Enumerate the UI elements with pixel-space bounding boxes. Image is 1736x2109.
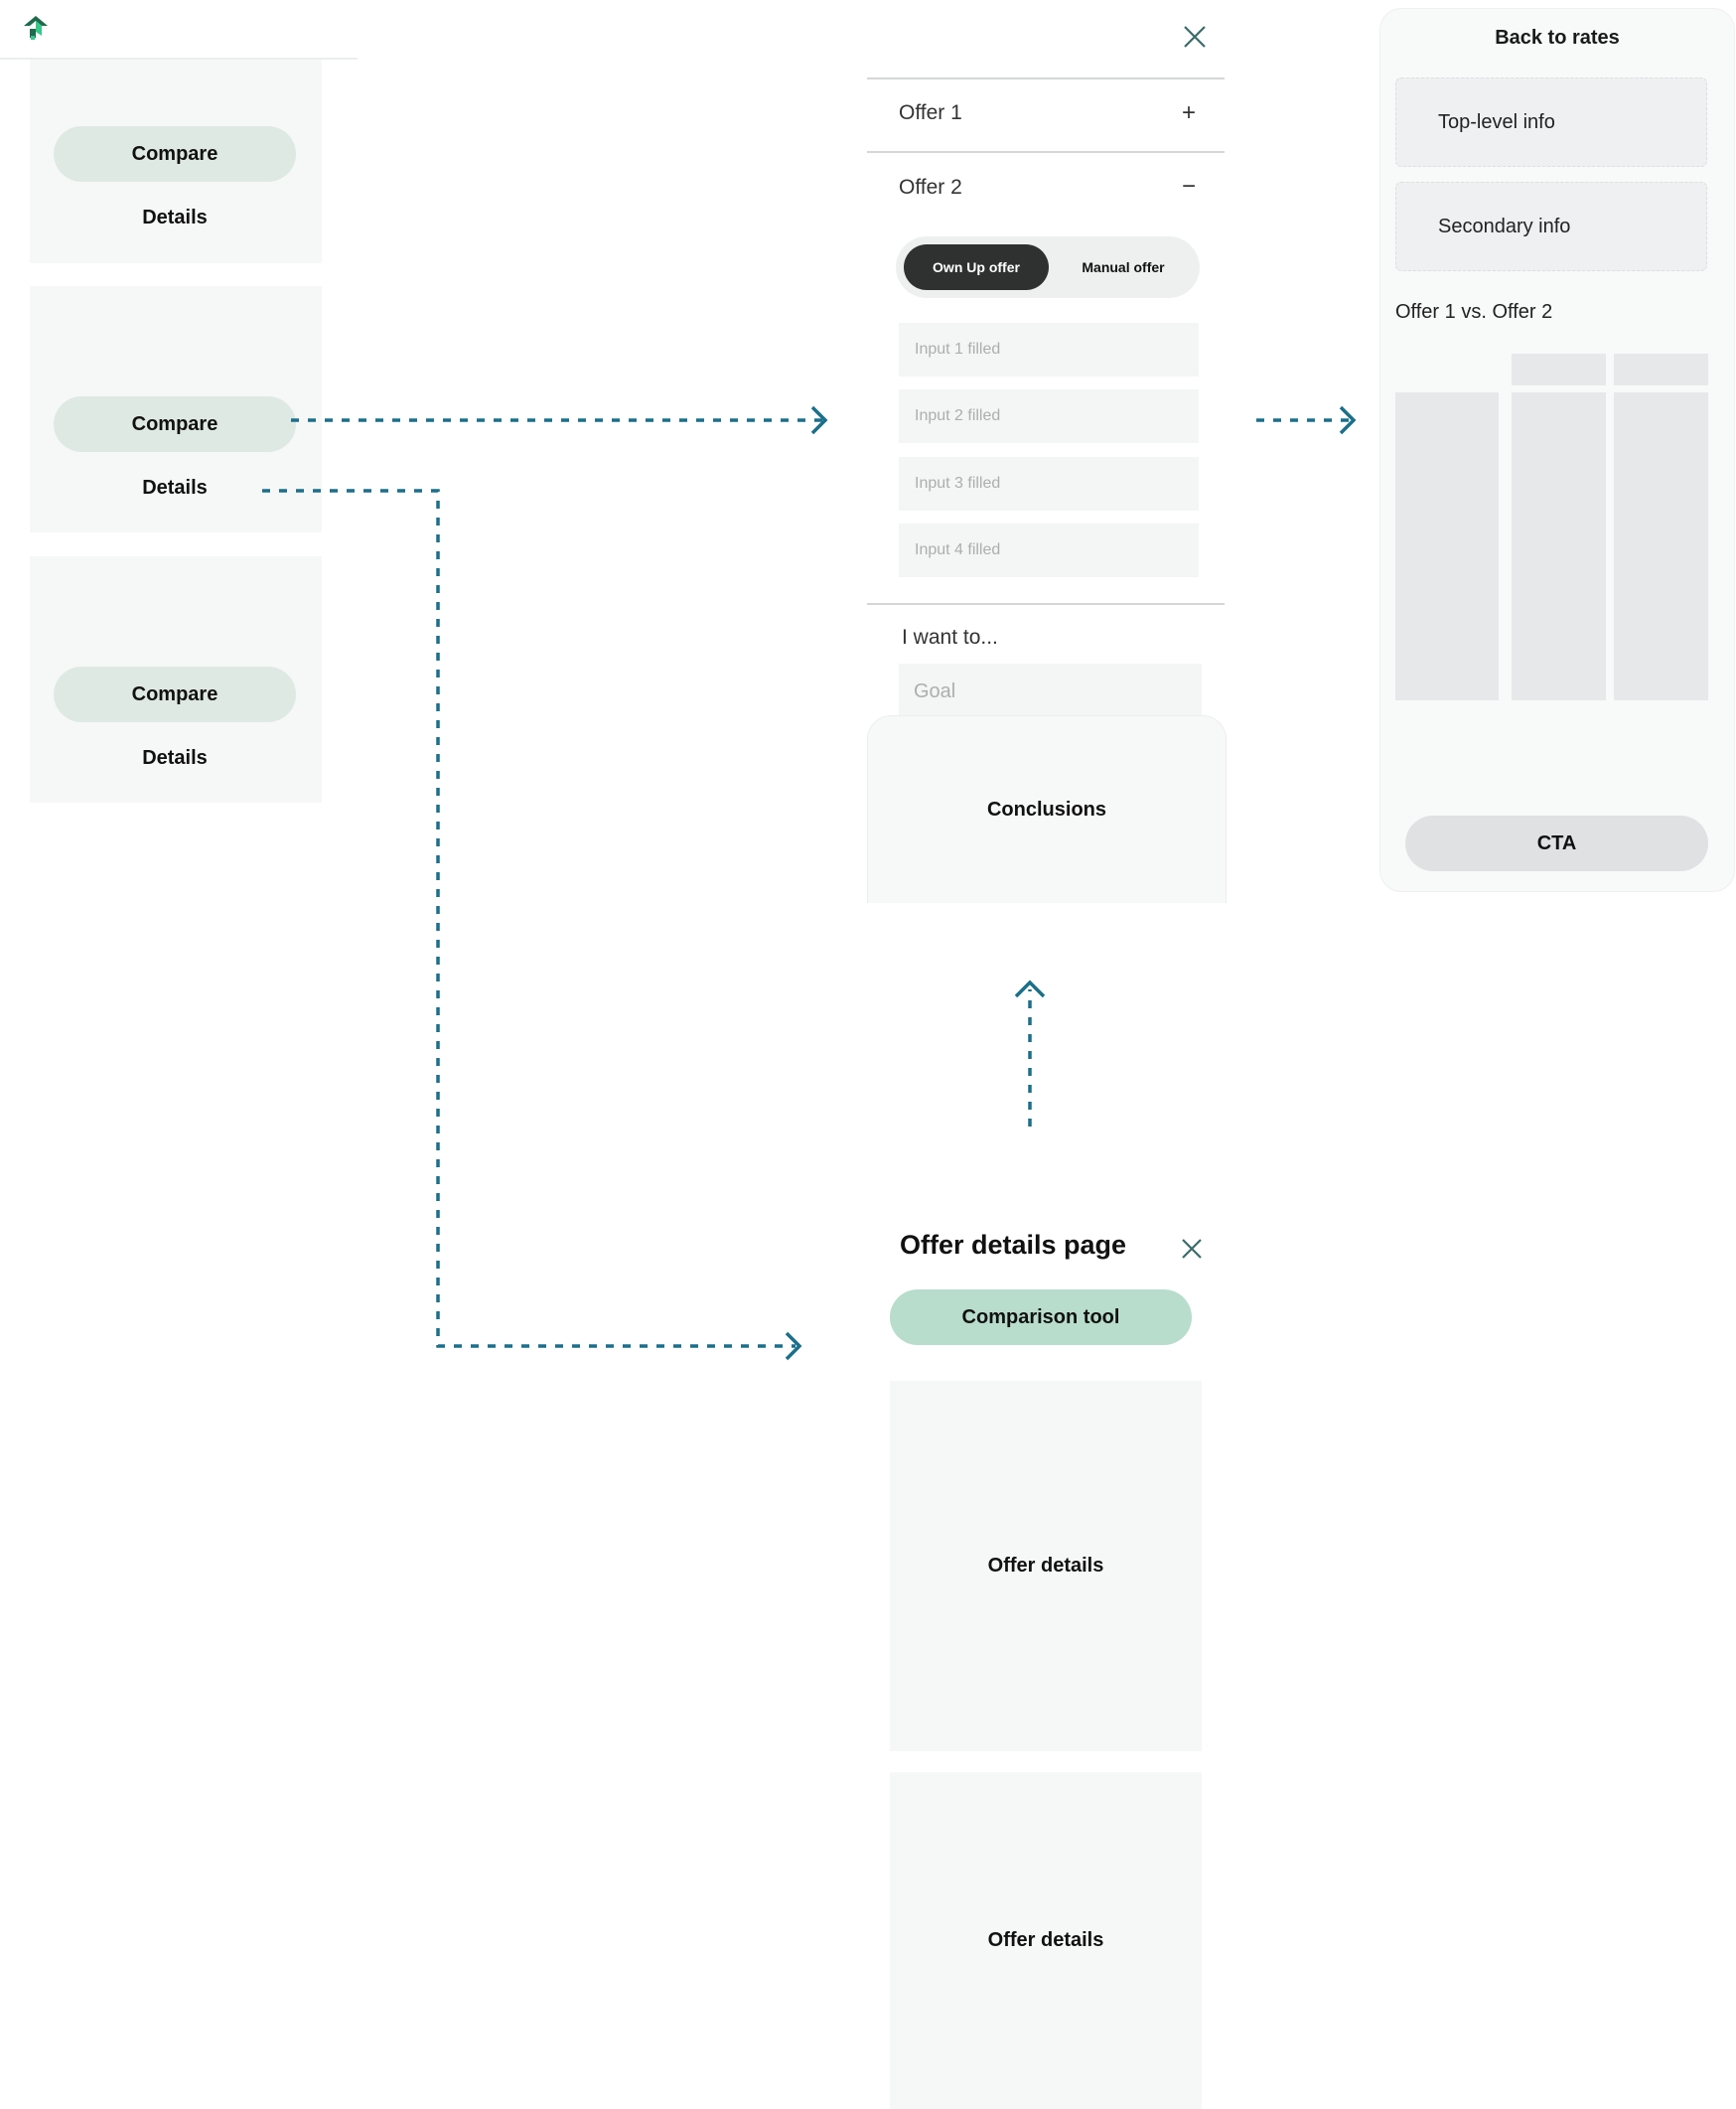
arrowhead-icon	[810, 405, 828, 435]
arrowhead-icon	[785, 1331, 802, 1361]
divider	[867, 603, 1225, 605]
page-title: Offer details page	[900, 1230, 1127, 1260]
offer-details-card: Offer details	[890, 1772, 1202, 2109]
offer-1-label[interactable]: Offer 1	[899, 101, 962, 124]
close-icon[interactable]	[1182, 24, 1208, 50]
back-to-rates-link[interactable]: Back to rates	[1495, 27, 1620, 49]
conclusions-panel: Conclusions	[867, 715, 1227, 903]
comparison-column	[1614, 392, 1708, 700]
offer-details-card: Offer details	[890, 1381, 1202, 1751]
own-up-offer-option[interactable]: Own Up offer	[904, 244, 1049, 290]
secondary-info-box: Secondary info	[1395, 182, 1707, 271]
divider	[867, 77, 1225, 79]
arrowhead-icon	[1339, 405, 1357, 435]
comparison-header-cell	[1614, 354, 1708, 385]
details-link[interactable]: Details	[142, 477, 208, 499]
details-link[interactable]: Details	[142, 207, 208, 228]
comparison-column	[1395, 392, 1499, 700]
details-link[interactable]: Details	[142, 747, 208, 769]
top-level-info-box: Top-level info	[1395, 77, 1707, 167]
comparison-column	[1512, 392, 1606, 700]
divider	[867, 151, 1225, 153]
logo-icon	[24, 16, 48, 40]
offer-type-toggle[interactable]: Own Up offer Manual offer	[896, 236, 1200, 298]
arrowhead-icon	[1014, 979, 1046, 998]
comparison-header-cell	[1512, 354, 1606, 385]
goal-prompt: I want to...	[902, 626, 998, 649]
goal-input[interactable]: Goal	[899, 664, 1202, 719]
close-icon[interactable]	[1180, 1237, 1204, 1261]
manual-offer-option[interactable]: Manual offer	[1082, 259, 1165, 275]
input-field[interactable]: Input 1 filled	[899, 323, 1199, 377]
input-field[interactable]: Input 3 filled	[899, 457, 1199, 511]
comparison-title: Offer 1 vs. Offer 2	[1395, 301, 1553, 323]
compare-button[interactable]: Compare	[54, 126, 296, 182]
details-to-offer-page-connector	[262, 489, 796, 1348]
comparison-tool-button[interactable]: Comparison tool	[890, 1289, 1192, 1345]
cta-button[interactable]: CTA	[1405, 816, 1708, 871]
compare-button[interactable]: Compare	[54, 396, 296, 452]
offer-2-label[interactable]: Offer 2	[899, 176, 962, 199]
input-field[interactable]: Input 4 filled	[899, 524, 1199, 577]
input-field[interactable]: Input 2 filled	[899, 389, 1199, 443]
collapse-icon[interactable]: −	[1182, 173, 1197, 200]
app-header	[0, 0, 358, 60]
expand-icon[interactable]: +	[1182, 99, 1197, 126]
compare-button[interactable]: Compare	[54, 667, 296, 722]
